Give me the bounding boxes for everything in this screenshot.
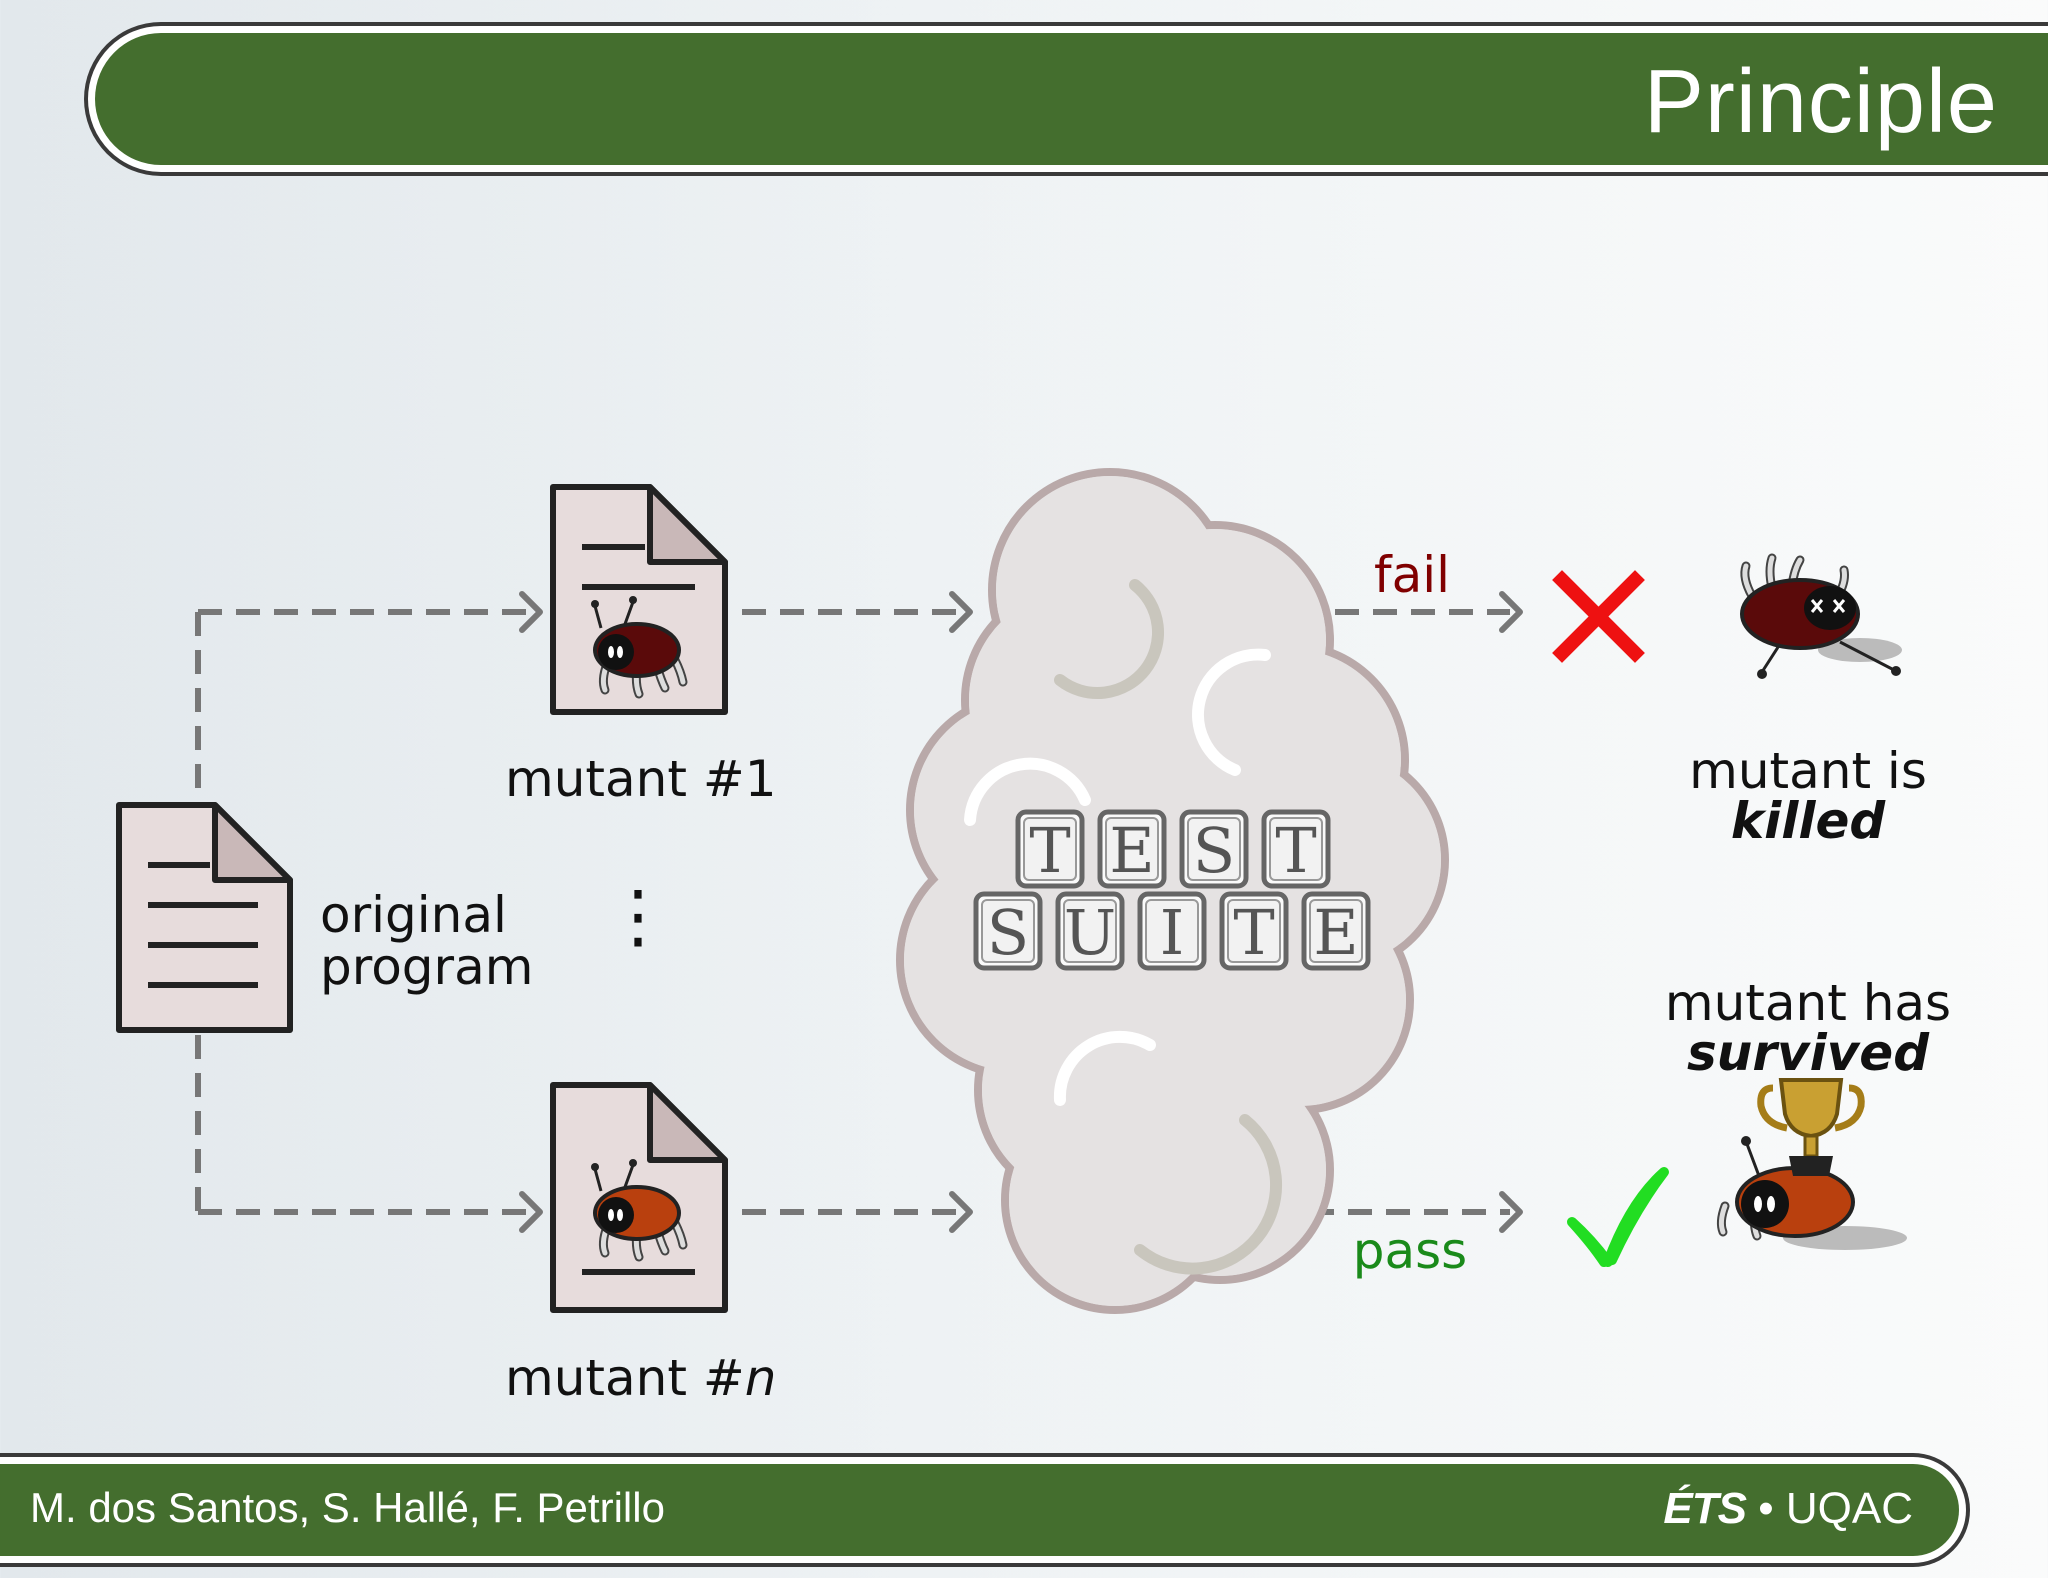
killed-label-line1: mutant is bbox=[1689, 742, 1927, 800]
mutant-1-label: mutant #1 bbox=[505, 750, 777, 808]
survived-label-line1: mutant has bbox=[1665, 974, 1951, 1032]
key-i: I bbox=[1137, 891, 1207, 971]
footer-institutions: ÉTS • UQAC bbox=[1663, 1484, 1913, 1534]
key-e1: E bbox=[1097, 809, 1167, 889]
key-s1: S bbox=[1179, 809, 1249, 889]
killed-label-line2: killed bbox=[1731, 792, 1887, 850]
header-bar: Principle bbox=[88, 26, 2048, 172]
mutant-n-label: mutant #n bbox=[505, 1349, 776, 1407]
key-t1: T bbox=[1015, 809, 1085, 889]
test-suite-cloud: T E S T S U I T E bbox=[896, 468, 1449, 1314]
key-e2: E bbox=[1301, 891, 1371, 971]
fail-cross-icon bbox=[1552, 570, 1645, 663]
key-t3: T bbox=[1219, 891, 1289, 971]
mutant-n-label-suffix: n bbox=[745, 1349, 777, 1407]
svg-text:E: E bbox=[1109, 814, 1154, 887]
key-t2: T bbox=[1261, 809, 1331, 889]
arrow-heads bbox=[519, 591, 1523, 1233]
slide-title: Principle bbox=[1643, 52, 1998, 152]
ets-logo: ÉTS bbox=[1663, 1484, 1747, 1533]
key-u: U bbox=[1055, 891, 1125, 971]
footer-bar: M. dos Santos, S. Hallé, F. Petrillo ÉTS… bbox=[0, 1457, 1966, 1563]
test-suite-keys: T E S T S U I T E bbox=[973, 809, 1371, 971]
svg-text:T: T bbox=[1029, 814, 1070, 887]
survived-bug-icon bbox=[1721, 1078, 1907, 1250]
svg-text:U: U bbox=[1064, 896, 1116, 969]
svg-text:T: T bbox=[1233, 896, 1274, 969]
pass-check-icon bbox=[1567, 1167, 1669, 1267]
ellipsis: ⋮ bbox=[603, 875, 673, 957]
mutant-n-bug-icon bbox=[591, 1159, 683, 1257]
mutant-n-document-icon bbox=[550, 1082, 728, 1313]
footer-separator: • bbox=[1758, 1484, 1774, 1533]
connector-lines bbox=[195, 609, 1510, 1215]
original-program-document-icon bbox=[116, 802, 293, 1033]
killed-bug-icon bbox=[1740, 553, 1902, 679]
svg-text:T: T bbox=[1275, 814, 1316, 887]
fail-label: fail bbox=[1374, 546, 1450, 604]
footer-authors: M. dos Santos, S. Hallé, F. Petrillo bbox=[30, 1484, 665, 1531]
key-s2: S bbox=[973, 891, 1043, 971]
survived-label-line2: survived bbox=[1687, 1024, 1930, 1082]
mutant-1-document-icon bbox=[550, 484, 728, 715]
svg-text:S: S bbox=[987, 896, 1029, 969]
svg-text:E: E bbox=[1313, 896, 1358, 969]
original-program-label: original bbox=[320, 886, 507, 944]
mutant-n-label-prefix: mutant # bbox=[505, 1349, 745, 1407]
svg-text:S: S bbox=[1193, 814, 1235, 887]
original-program-label-2: program bbox=[320, 938, 533, 996]
pass-label: pass bbox=[1353, 1222, 1467, 1280]
uqac-label: UQAC bbox=[1785, 1484, 1913, 1533]
svg-text:I: I bbox=[1160, 896, 1185, 969]
mutant-1-bug-icon bbox=[591, 596, 683, 694]
trophy-icon bbox=[1757, 1078, 1865, 1176]
